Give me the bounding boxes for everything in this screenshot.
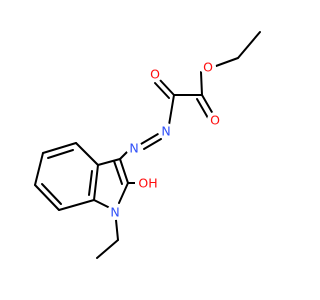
bond-ring5-n1-c7a: [93, 199, 111, 209]
bond-ring5-c3-c2-a: [119, 158, 129, 184]
bond-ester-carbonyl-1: [201, 94, 214, 115]
atom-oh-hydroxyl: OH: [135, 175, 160, 191]
bond-azo-c3: [119, 151, 128, 160]
bond-ethyl-ch2-o: [215, 57, 239, 67]
atom-o-ester-single: O: [200, 59, 216, 75]
bond-o-ester-carbon: [200, 71, 203, 96]
bond-benz-c3a-c4: [75, 142, 99, 166]
bond-azo-1: [140, 133, 159, 145]
bond-azo-2: [143, 138, 162, 150]
molecule-canvas: O O O N N N OH: [34, 31, 261, 259]
atom-label-o-ester-carbonyl: O: [210, 113, 220, 128]
atom-label-n-azo-2: N: [129, 141, 138, 156]
bond-benz-c5-c6: [34, 152, 44, 186]
bonds: [34, 31, 261, 259]
bond-benz-c4-c5-b: [47, 149, 74, 159]
bond-c-n-azo: [168, 94, 175, 126]
bond-benz-c6-c7-a: [34, 184, 60, 211]
bond-ring5-c3-c3a: [97, 158, 121, 166]
atom-label-o-keto: O: [150, 67, 160, 82]
atom-n-azo-1: N: [158, 123, 174, 139]
molecule-structure-diagram: O O O N N N OH: [34, 31, 261, 259]
atom-n-azo-2: N: [126, 140, 142, 156]
atom-label-o-ester-single: O: [203, 60, 213, 75]
bond-benz-c6-c7-b: [41, 183, 62, 205]
bond-keto-1: [159, 79, 175, 96]
atom-n-ring: N: [107, 204, 123, 220]
bond-benz-c7-c7a: [58, 199, 95, 211]
atom-label-n-azo-1: N: [161, 124, 170, 139]
atom-o-ester-carbonyl: O: [207, 112, 223, 128]
bond-n-ethyl-ch2: [115, 219, 119, 241]
bond-ring5-c7a-c3a: [93, 164, 99, 201]
bond-ring5-c2-n1: [118, 182, 129, 204]
bond-ethyl-ch3-ch2: [237, 31, 261, 59]
bond-keto-2: [154, 82, 170, 99]
atom-labels: O O O N N N OH: [107, 59, 223, 220]
bond-ester-carbonyl-2: [196, 98, 209, 119]
bond-n-ethyl-ch3: [96, 239, 119, 259]
atom-label-n-ring: N: [110, 205, 119, 220]
bond-benz-c3a-c7a-inner: [88, 170, 93, 196]
atom-label-oh-hydroxyl: OH: [138, 176, 157, 191]
atom-o-keto: O: [147, 66, 163, 82]
bond-benz-c4-c5-a: [42, 142, 77, 154]
bond-ring5-c3-c2-b: [113, 160, 123, 185]
